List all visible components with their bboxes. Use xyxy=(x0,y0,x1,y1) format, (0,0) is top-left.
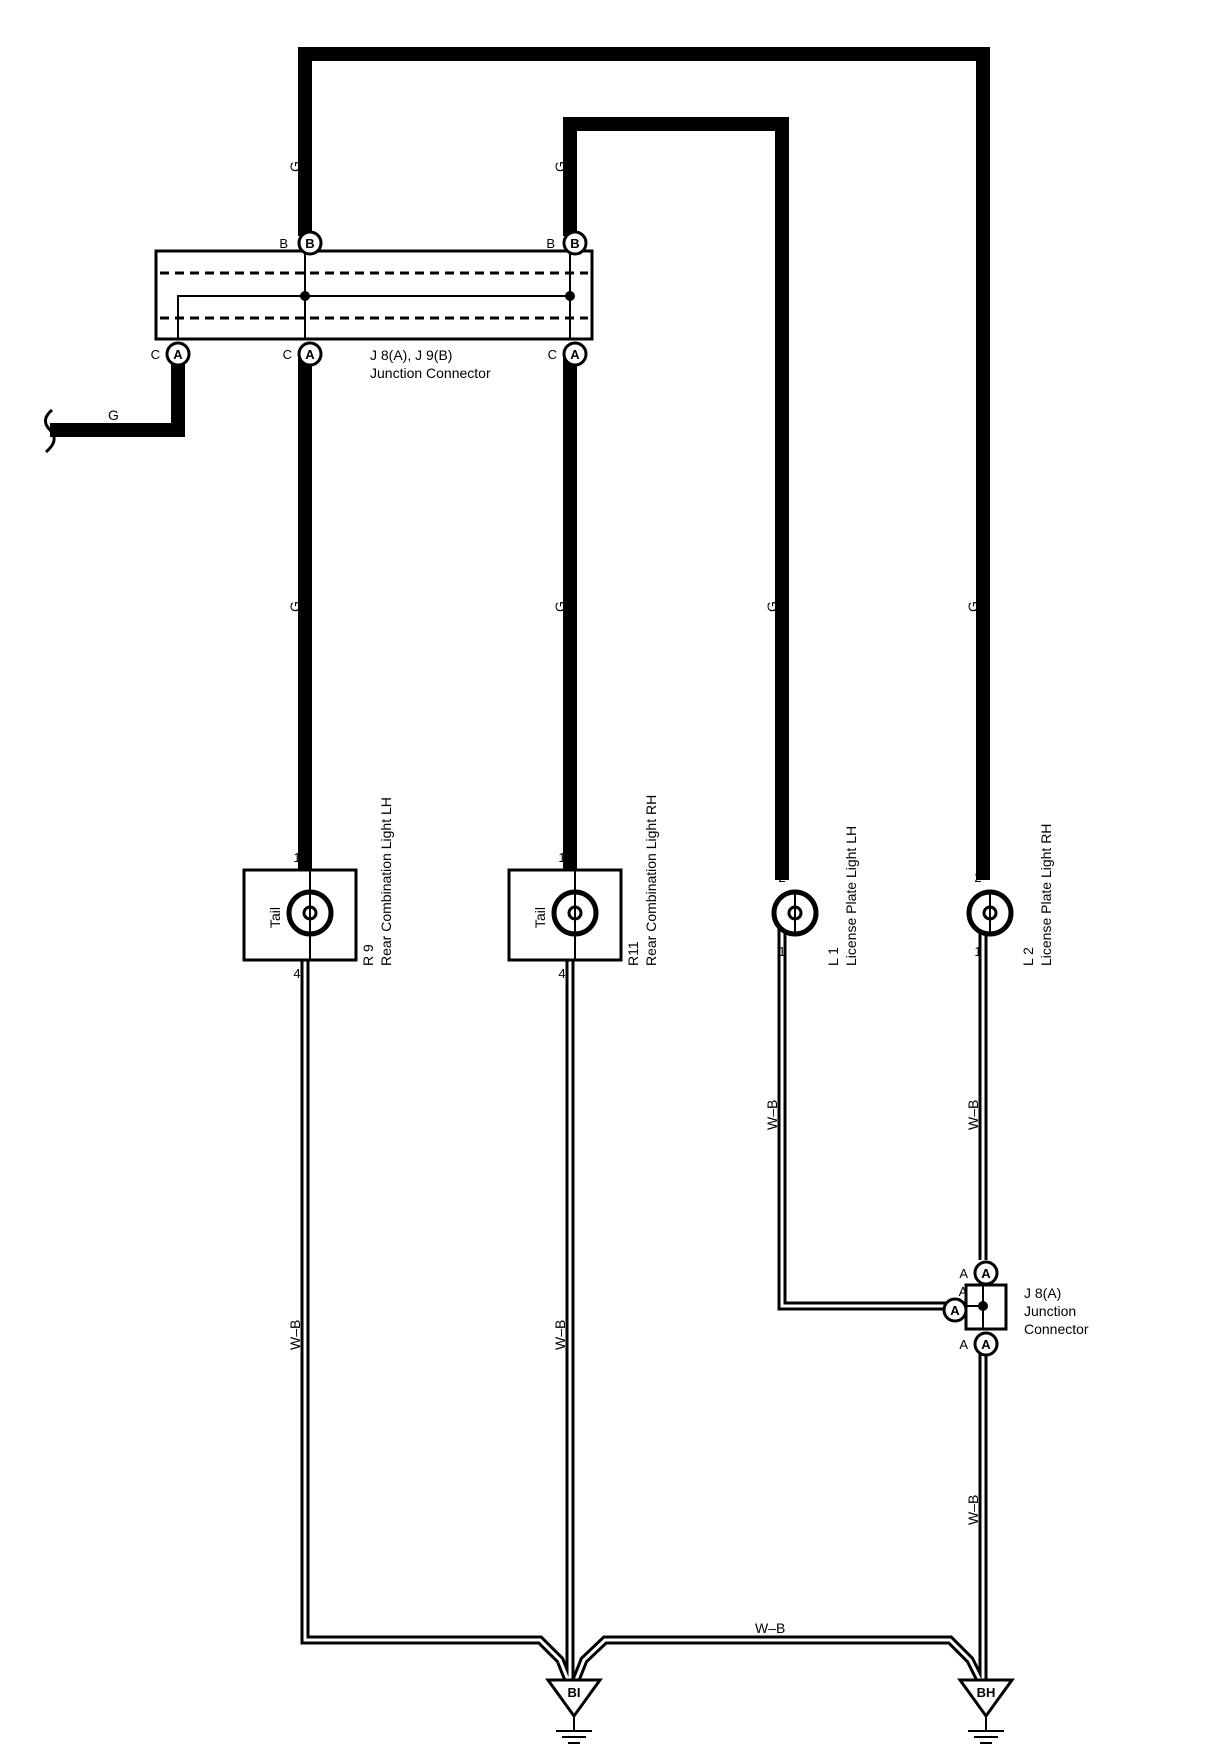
ground-bh-triangle xyxy=(957,1678,1015,1719)
svg-text:A: A xyxy=(981,1266,991,1281)
svg-text:W–B: W–B xyxy=(552,1320,568,1350)
svg-text:A: A xyxy=(959,1266,968,1281)
g-wires xyxy=(50,47,990,880)
l1-pin-bottom: 1 xyxy=(778,944,785,959)
component-r11: Tail 1 4 R11 Rear Combination Light RH xyxy=(507,795,659,981)
ground-bh-label: BH xyxy=(977,1685,996,1700)
svg-text:A: A xyxy=(959,1284,968,1299)
pin-c-lh: C xyxy=(283,347,292,362)
wb-wires xyxy=(300,920,988,1683)
svg-text:G: G xyxy=(287,161,303,172)
l2-pin-bottom: 1 xyxy=(974,944,981,959)
class-b-lh: B xyxy=(305,236,314,251)
svg-text:G: G xyxy=(287,601,303,612)
ground-bi-label: BI xyxy=(568,1685,581,1700)
ground-bi: BI xyxy=(545,1678,603,1744)
small-pin-circle-top xyxy=(973,1260,999,1286)
class-b-rh: B xyxy=(570,236,579,251)
svg-text:A: A xyxy=(981,1337,991,1352)
r11-id: R11 xyxy=(625,941,641,966)
svg-text:W–B: W–B xyxy=(965,1495,981,1525)
pin-circle-c-lh xyxy=(297,341,323,367)
svg-text:G: G xyxy=(965,601,981,612)
junction-connector-main-id: J 8(A), J 9(B) xyxy=(370,347,452,363)
class-a-input: A xyxy=(173,347,183,362)
l2-id: L 2 xyxy=(1020,947,1036,966)
small-pin-circle-left xyxy=(942,1297,968,1323)
r11-name: Rear Combination Light RH xyxy=(643,795,659,966)
svg-text:W–B: W–B xyxy=(764,1100,780,1130)
class-a-lh: A xyxy=(305,347,315,362)
r11-pin-bottom: 4 xyxy=(558,966,565,981)
component-r9: Tail 1 4 R 9 Rear Combination Light LH xyxy=(242,797,394,981)
r9-pin-bottom: 4 xyxy=(293,966,300,981)
small-pin-circle-bottom xyxy=(973,1331,999,1357)
pin-circle-b-lh xyxy=(297,230,323,256)
l1-pin-top: 2 xyxy=(778,870,785,885)
main-connector-pins: B B B B A C A C A C xyxy=(151,230,588,367)
class-a-rh: A xyxy=(570,347,580,362)
ground-bh: BH xyxy=(957,1678,1015,1744)
pin-circle-b-rh xyxy=(562,230,588,256)
svg-text:W–B: W–B xyxy=(965,1100,981,1130)
pin-c-input: C xyxy=(151,347,160,362)
small-connector-id: J 8(A) xyxy=(1024,1285,1061,1301)
junction-connector-main xyxy=(154,249,594,341)
ground-bi-triangle xyxy=(545,1678,603,1719)
pin-circle-c-rh xyxy=(562,341,588,367)
svg-text:A: A xyxy=(959,1337,968,1352)
wire-g-outer-loop xyxy=(298,47,990,880)
l1-id: L 1 xyxy=(825,947,841,966)
wire-color-labels: G G G G G G G W–B W–B W–B W–B W–B W–B xyxy=(108,161,981,1636)
r9-bulb-label: Tail xyxy=(267,907,283,928)
svg-text:G: G xyxy=(552,161,568,172)
l1-name: License Plate Light LH xyxy=(843,826,859,966)
svg-text:G: G xyxy=(764,601,780,612)
wire-break-mark xyxy=(44,408,56,454)
svg-text:A: A xyxy=(950,1303,960,1318)
r11-pin-top: 1 xyxy=(558,850,565,865)
component-l2: 2 1 L 2 License Plate Light RH xyxy=(966,824,1054,966)
pin-circle-c-input xyxy=(165,341,191,367)
wire-g-inner-loop xyxy=(563,117,789,880)
r9-id: R 9 xyxy=(360,944,376,966)
pin-b-rh: B xyxy=(546,236,555,251)
pin-b-lh: B xyxy=(279,236,288,251)
r9-pin-top: 1 xyxy=(293,850,300,865)
junction-connector-main-name: Junction Connector xyxy=(370,365,491,381)
l2-pin-top: 2 xyxy=(974,870,981,885)
small-connector-name-1: Junction xyxy=(1024,1303,1076,1319)
pin-c-rh: C xyxy=(548,347,557,362)
junction-connector-small: A A A A A A J 8(A) Junction Connector xyxy=(942,1260,1089,1357)
svg-text:G: G xyxy=(108,407,119,423)
r11-bulb-label: Tail xyxy=(532,907,548,928)
r9-name: Rear Combination Light LH xyxy=(378,797,394,966)
wire-g-input xyxy=(50,358,185,437)
component-l1: 2 1 L 1 License Plate Light LH xyxy=(771,826,859,966)
svg-text:G: G xyxy=(552,601,568,612)
svg-text:W–B: W–B xyxy=(287,1320,303,1350)
small-connector-name-2: Connector xyxy=(1024,1321,1089,1337)
l2-name: License Plate Light RH xyxy=(1038,824,1054,966)
svg-text:W–B: W–B xyxy=(755,1620,785,1636)
